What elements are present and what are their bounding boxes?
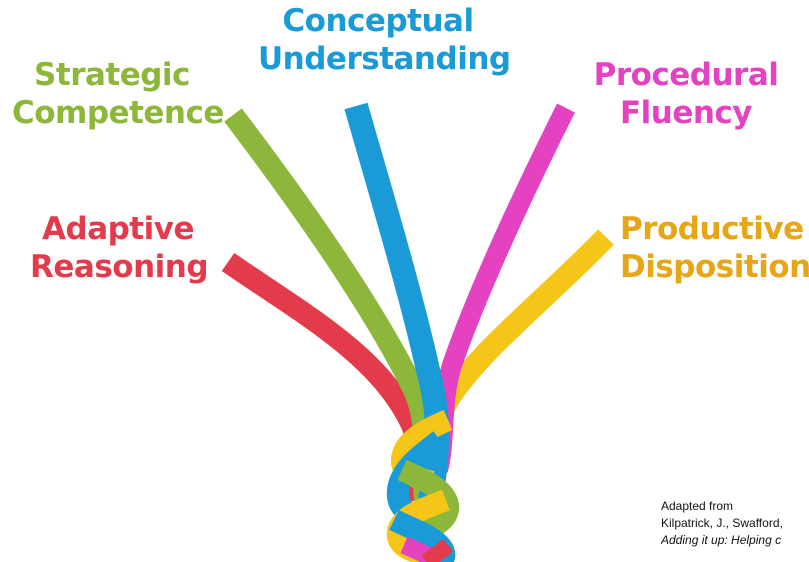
conceptual-understanding-label: Conceptual Understanding bbox=[258, 2, 511, 78]
citation-line3: Adding it up: Helping c bbox=[661, 533, 782, 547]
strategic-competence-label: Strategic Competence bbox=[12, 56, 224, 132]
productive-line2: Disposition bbox=[620, 249, 809, 285]
citation: Adapted from Kilpatrick, J., Swafford, A… bbox=[661, 498, 809, 549]
productive-disposition-label: Productive Disposition bbox=[620, 210, 809, 286]
adaptive-reasoning-label: Adaptive Reasoning bbox=[30, 210, 209, 286]
braid bbox=[386, 409, 460, 562]
conceptual-line1: Conceptual bbox=[282, 3, 474, 39]
productive-line1: Productive bbox=[620, 211, 804, 247]
adaptive-reasoning-strand bbox=[221, 252, 429, 503]
adaptive-line1: Adaptive bbox=[42, 211, 194, 247]
conceptual-line2: Understanding bbox=[258, 41, 511, 77]
adaptive-line2: Reasoning bbox=[30, 249, 209, 285]
procedural-line1: Procedural bbox=[593, 57, 779, 93]
strategic-line2: Competence bbox=[12, 95, 224, 131]
citation-line2: Kilpatrick, J., Swafford, bbox=[661, 516, 783, 530]
procedural-fluency-label: Procedural Fluency bbox=[586, 56, 786, 132]
citation-line1: Adapted from bbox=[661, 499, 734, 513]
procedural-line2: Fluency bbox=[619, 95, 753, 131]
strategic-line1: Strategic bbox=[34, 57, 190, 93]
